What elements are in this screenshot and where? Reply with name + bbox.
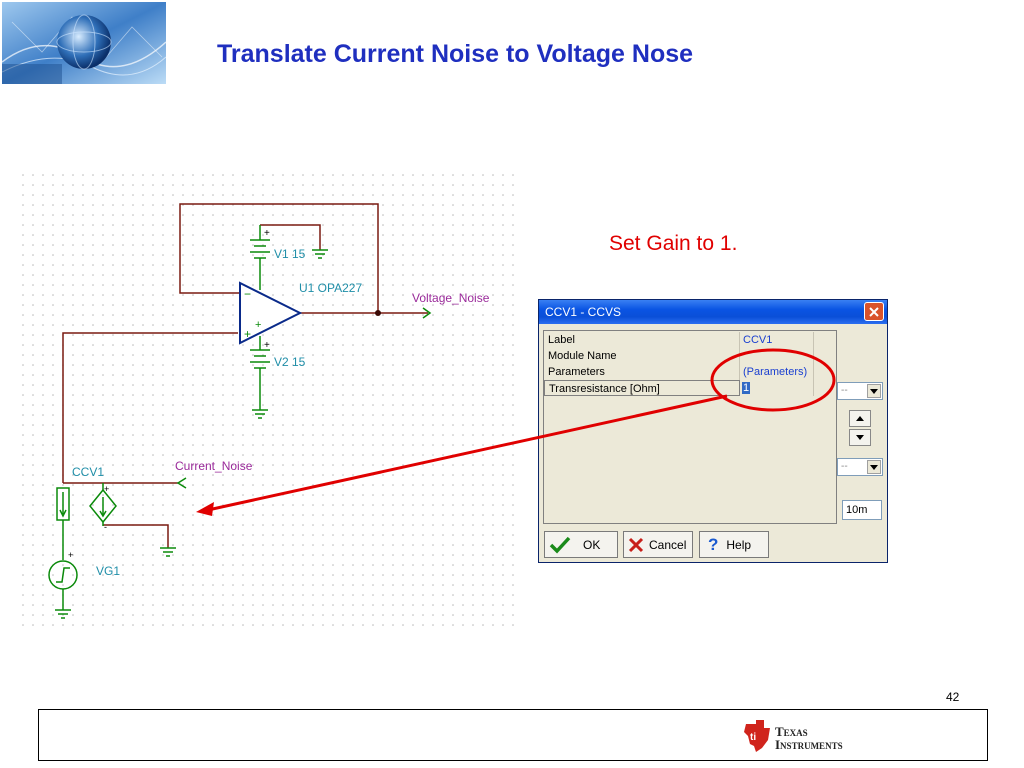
property-key: Label xyxy=(544,332,740,348)
ccvs-properties-dialog: CCV1 - CCVS Label CCV1 Module Name Param… xyxy=(538,299,888,563)
help-button[interactable]: ? Help xyxy=(699,531,769,558)
svg-text:+: + xyxy=(244,327,251,341)
property-key: Parameters xyxy=(544,364,740,380)
logo-text-top: Texas xyxy=(775,724,808,739)
svg-text:+: + xyxy=(264,228,270,239)
transresistance-field[interactable]: 1 xyxy=(740,380,814,396)
ok-label: OK xyxy=(583,537,601,552)
opamp-u1: − + + xyxy=(239,281,303,345)
unit-combo-bottom[interactable]: -- xyxy=(837,458,883,476)
label-u1: U1 OPA227 xyxy=(299,281,362,295)
property-row-label[interactable]: Label CCV1 xyxy=(544,332,836,348)
combo-value: -- xyxy=(841,461,848,472)
footer-bar xyxy=(38,709,988,761)
property-value[interactable]: CCV1 xyxy=(740,332,814,348)
ok-button[interactable]: OK xyxy=(544,531,618,558)
circuit-schematic: − + + + + xyxy=(18,170,520,632)
checkmark-icon xyxy=(549,536,571,554)
svg-text:+: + xyxy=(255,319,261,331)
logo-text-bottom: Instruments xyxy=(775,737,843,752)
unit-combo-top[interactable]: -- xyxy=(837,382,883,400)
step-size-field[interactable]: 10m xyxy=(842,500,882,520)
property-row-parameters[interactable]: Parameters (Parameters) xyxy=(544,364,836,380)
svg-text:+: + xyxy=(264,340,270,351)
slide-title: Translate Current Noise to Voltage Nose xyxy=(217,40,694,68)
svg-text:ti: ti xyxy=(750,732,756,743)
help-label: Help xyxy=(726,537,752,552)
close-button[interactable] xyxy=(864,302,884,321)
dropdown-arrow-icon[interactable] xyxy=(867,460,881,474)
cancel-button[interactable]: Cancel xyxy=(623,531,693,558)
dialog-titlebar[interactable]: CCV1 - CCVS xyxy=(539,300,887,324)
label-vg1: VG1 xyxy=(96,564,120,578)
cancel-label: Cancel xyxy=(649,537,687,552)
value-spinner xyxy=(849,410,871,446)
label-v2: V2 15 xyxy=(274,355,306,369)
cancel-x-icon xyxy=(628,537,644,552)
property-key: Transresistance [Ohm] xyxy=(544,380,740,396)
property-row-transresistance[interactable]: Transresistance [Ohm] 1 xyxy=(544,380,836,396)
spin-down-icon[interactable] xyxy=(849,429,871,446)
label-voltage-noise: Voltage_Noise xyxy=(412,291,490,305)
highlight-ellipse xyxy=(710,348,836,412)
combo-value: -- xyxy=(841,385,848,396)
texas-instruments-logo: ti Texas Instruments xyxy=(742,718,882,754)
svg-text:+: + xyxy=(68,550,73,560)
page-number: 42 xyxy=(946,690,960,704)
gain-note: Set Gain to 1. xyxy=(609,232,738,255)
svg-text:-: - xyxy=(104,522,107,532)
transresistance-value: 1 xyxy=(742,382,751,394)
dialog-title: CCV1 - CCVS xyxy=(545,305,622,319)
annotation-arrowhead xyxy=(196,502,214,516)
property-editor-panel: -- -- 10m xyxy=(837,330,885,524)
label-v1: V1 15 xyxy=(274,247,306,261)
label-ccv1: CCV1 xyxy=(72,465,104,479)
property-value[interactable]: (Parameters) xyxy=(740,364,814,380)
svg-text:+: + xyxy=(104,484,109,494)
header-globe-logo xyxy=(2,2,166,84)
help-question-icon: ? xyxy=(708,534,719,554)
close-icon xyxy=(869,306,879,317)
spin-up-icon[interactable] xyxy=(849,410,871,427)
annotation-arrow-line xyxy=(207,394,728,512)
svg-text:−: − xyxy=(244,287,251,301)
label-current-noise: Current_Noise xyxy=(175,459,253,473)
dropdown-arrow-icon[interactable] xyxy=(867,384,881,398)
